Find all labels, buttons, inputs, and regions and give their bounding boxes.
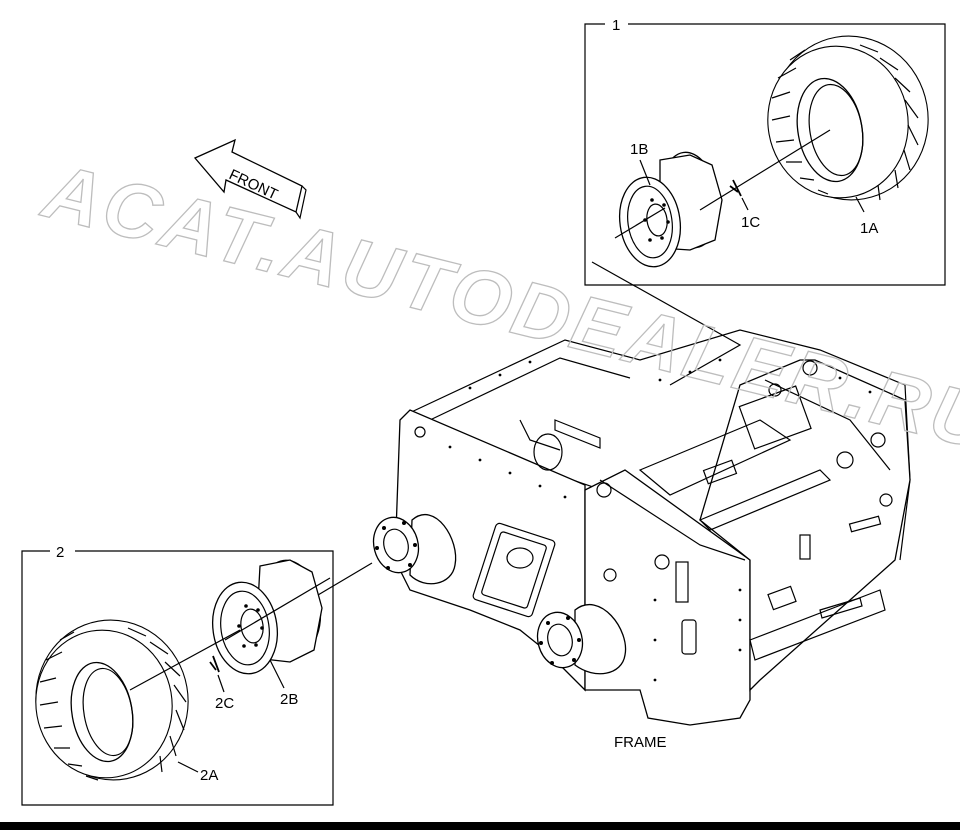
rim-2b <box>212 559 323 675</box>
rim-1b <box>618 151 723 268</box>
valve-2c <box>209 655 220 673</box>
bottom-border <box>0 822 960 830</box>
hub-rear-left <box>536 603 627 675</box>
frame-assembly: FRAME <box>372 329 911 751</box>
box1-number: 1 <box>612 17 620 34</box>
label-1a: 1A <box>860 220 878 237</box>
box2-number: 2 <box>56 544 64 561</box>
label-1c: 1C <box>741 214 760 231</box>
label-2c: 2C <box>215 695 234 712</box>
frame-label: FRAME <box>614 734 667 751</box>
label-1b: 1B <box>630 141 648 158</box>
hub-front-left <box>372 513 457 585</box>
tire-2a <box>35 619 189 781</box>
detail-box-1: 1 1B <box>584 17 946 386</box>
label-2a: 2A <box>200 767 218 784</box>
tire-1a <box>767 35 929 201</box>
label-2b: 2B <box>280 691 298 708</box>
detail-box-2: 2 2C <box>21 544 373 806</box>
